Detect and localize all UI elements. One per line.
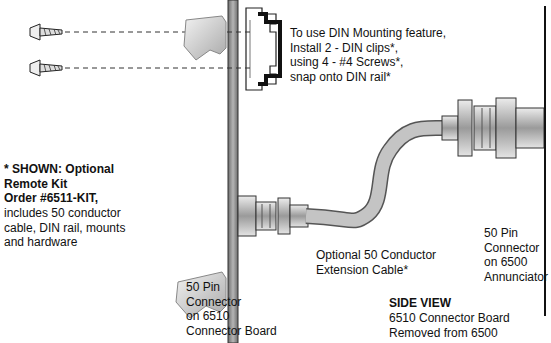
view-title: SIDE VIEW — [389, 296, 451, 311]
connector-label: 50 Pin Connector on 6510 Connector Board — [186, 280, 277, 338]
extension-cable — [306, 128, 444, 220]
standoff-mount — [184, 16, 226, 60]
cable-plug — [278, 198, 308, 234]
cable-plug — [442, 100, 472, 156]
din-rail — [258, 12, 282, 86]
board-connector — [238, 196, 276, 236]
connector-label: 50 Pin Connector on 6500 Annunciator — [484, 226, 548, 284]
cable-label: Optional 50 Conductor Extension Cable* — [316, 248, 436, 277]
din-note: To use DIN Mounting feature, Install 2 -… — [290, 26, 446, 84]
view-note: 6510 Connector Board Removed from 6500 — [389, 311, 510, 340]
screw — [30, 60, 252, 76]
kit-contents: includes 50 conductor cable, DIN rail, m… — [4, 206, 125, 250]
mounting-panel — [228, 0, 238, 343]
extension-cable — [306, 128, 444, 220]
din-clip-detail — [250, 20, 251, 78]
annunciator-connector — [474, 98, 544, 158]
kit-note: * SHOWN: Optional Remote Kit Order #6511… — [4, 162, 114, 206]
